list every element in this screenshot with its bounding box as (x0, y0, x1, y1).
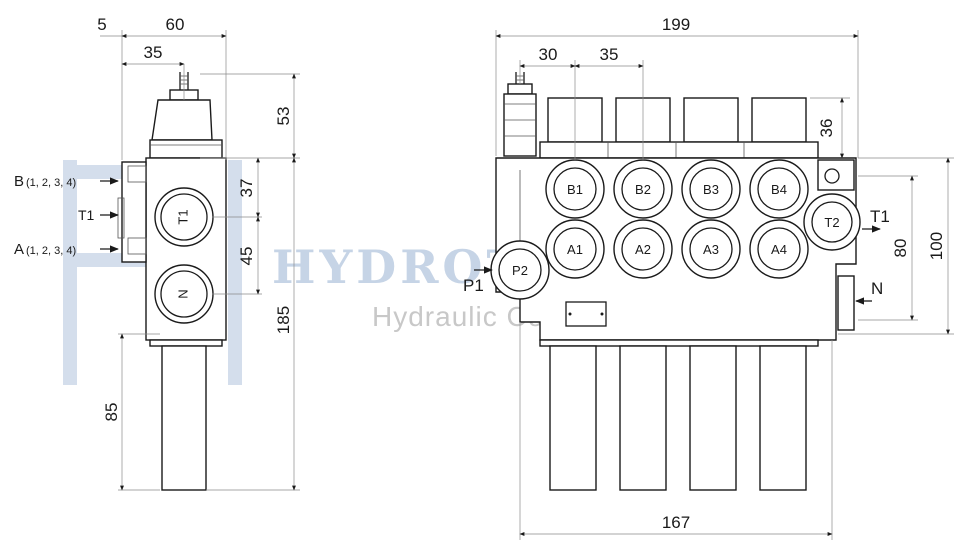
side-spool (161, 345, 207, 491)
label-n-front: N (871, 279, 883, 298)
front-dimensions (495, 30, 954, 540)
dim-199: 199 (662, 15, 690, 34)
dim-185: 185 (274, 306, 293, 334)
dim-100: 100 (927, 232, 946, 260)
side-port-labels: B(1, 2, 3, 4) T1 A(1, 2, 3, 4) (14, 173, 119, 258)
ports-a (545, 219, 809, 279)
dim-60: 60 (166, 15, 185, 34)
dim-37: 37 (237, 179, 256, 198)
label-t1-front: T1 (870, 207, 890, 226)
dim-167: 167 (662, 513, 690, 532)
dim-5: 5 (97, 15, 106, 34)
n-port-boss (837, 275, 855, 331)
ports-b (545, 159, 809, 219)
port-b4-label: B4 (771, 182, 787, 197)
port-a2-label: A2 (635, 242, 651, 257)
port-p2-label: P2 (512, 263, 528, 278)
port-a3-label: A3 (703, 242, 719, 257)
front-spools (539, 339, 819, 491)
spring-cap (151, 99, 213, 141)
port-a4-label: A4 (771, 242, 787, 257)
label-p1: P1 (463, 276, 484, 295)
side-view: T1 N 5 60 35 5 (14, 15, 300, 491)
dim-30: 30 (539, 45, 558, 64)
nameplate (565, 301, 607, 327)
dim-53: 53 (274, 107, 293, 126)
side-port-t1-label: T1 (175, 209, 190, 224)
label-t1-side: T1 (78, 207, 95, 223)
port-a1-label: A1 (567, 242, 583, 257)
side-flange (121, 161, 147, 263)
dim-35-side: 35 (144, 43, 163, 62)
port-t2-label: T2 (824, 215, 839, 230)
dim-45: 45 (237, 247, 256, 266)
dim-80: 80 (891, 239, 910, 258)
port-b3-label: B3 (703, 182, 719, 197)
front-view: B1 B2 B3 B4 A1 A2 A3 A4 P2 T2 P1 T1 N (463, 15, 954, 540)
front-spring-caps (539, 97, 819, 159)
dim-36: 36 (817, 119, 836, 138)
label-b-ports: B(1, 2, 3, 4) (14, 173, 76, 190)
dim-35-front: 35 (600, 45, 619, 64)
dim-85: 85 (102, 403, 121, 422)
port-b1-label: B1 (567, 182, 583, 197)
side-port-n-label: N (175, 289, 190, 298)
port-b2-label: B2 (635, 182, 651, 197)
relief-valve (503, 93, 537, 157)
relief-nut (507, 83, 533, 95)
side-dimensions (100, 30, 300, 491)
label-a-ports: A(1, 2, 3, 4) (14, 241, 76, 258)
